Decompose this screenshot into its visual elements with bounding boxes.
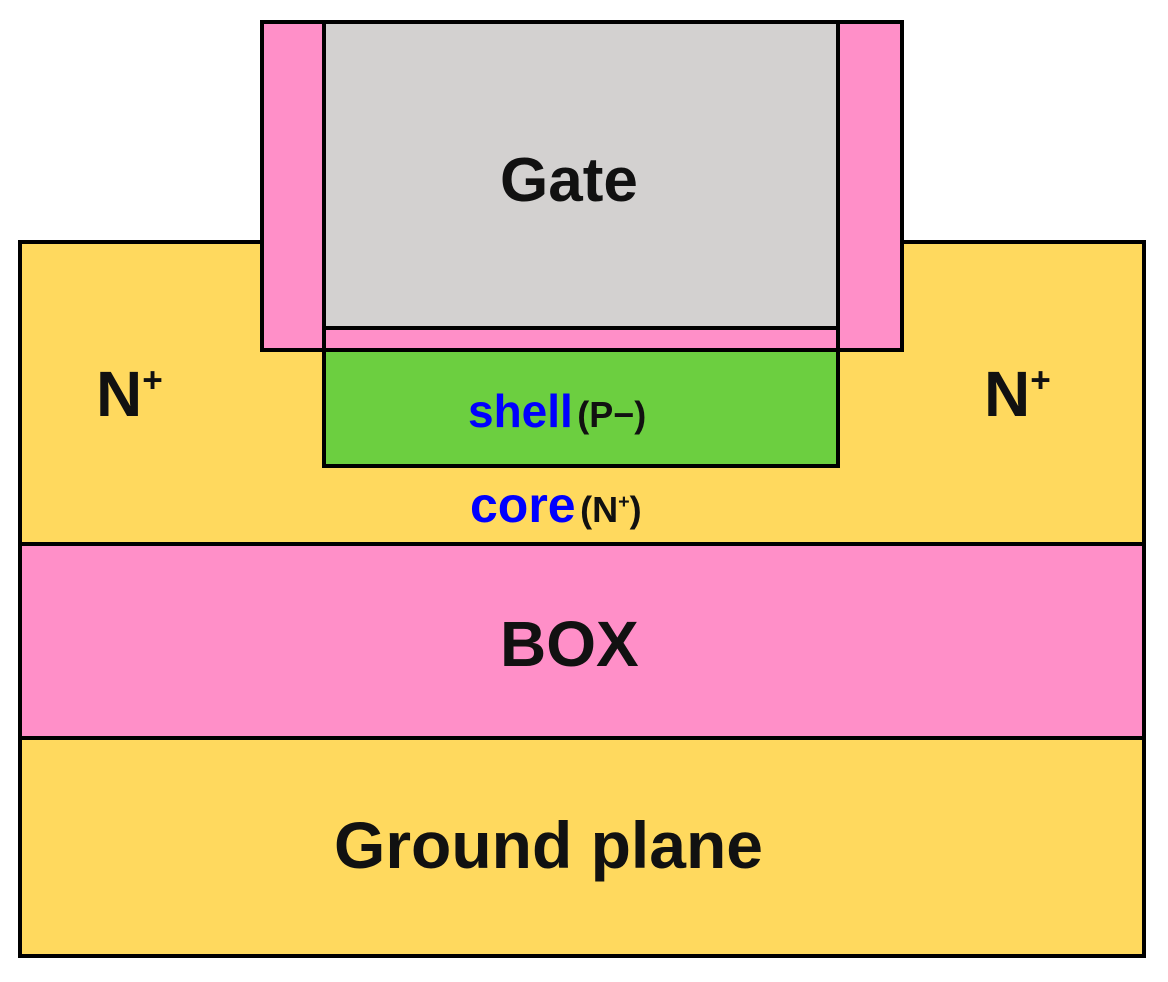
drain-label-main: N — [984, 358, 1031, 430]
source-label: N+ — [96, 362, 163, 426]
shell-region — [322, 348, 840, 468]
core-label-doping-suffix: ) — [629, 489, 642, 530]
drain-label-sup: + — [1030, 360, 1051, 400]
core-label-doping-sup: + — [618, 491, 630, 514]
drain-label: N+ — [984, 362, 1051, 426]
core-label-doping-prefix: (N — [580, 489, 619, 530]
core-label: core (N+) — [470, 480, 642, 530]
gate-electrode — [322, 20, 840, 330]
gate-label: Gate — [500, 150, 638, 212]
core-label-doping: (N+) — [580, 489, 642, 530]
source-label-sup: + — [142, 360, 163, 400]
shell-label-name: shell — [468, 385, 573, 437]
ground-plane-label: Ground plane — [334, 812, 763, 878]
box-label: BOX — [500, 612, 639, 676]
source-label-main: N — [96, 358, 143, 430]
ground-plane-label-text: Ground plane — [334, 808, 763, 882]
box-label-text: BOX — [500, 608, 639, 680]
shell-label: shell (P−) — [468, 388, 646, 434]
shell-label-doping: (P−) — [577, 394, 647, 435]
box-layer — [18, 542, 1146, 740]
gate-label-text: Gate — [500, 146, 638, 215]
core-label-name: core — [470, 477, 576, 533]
